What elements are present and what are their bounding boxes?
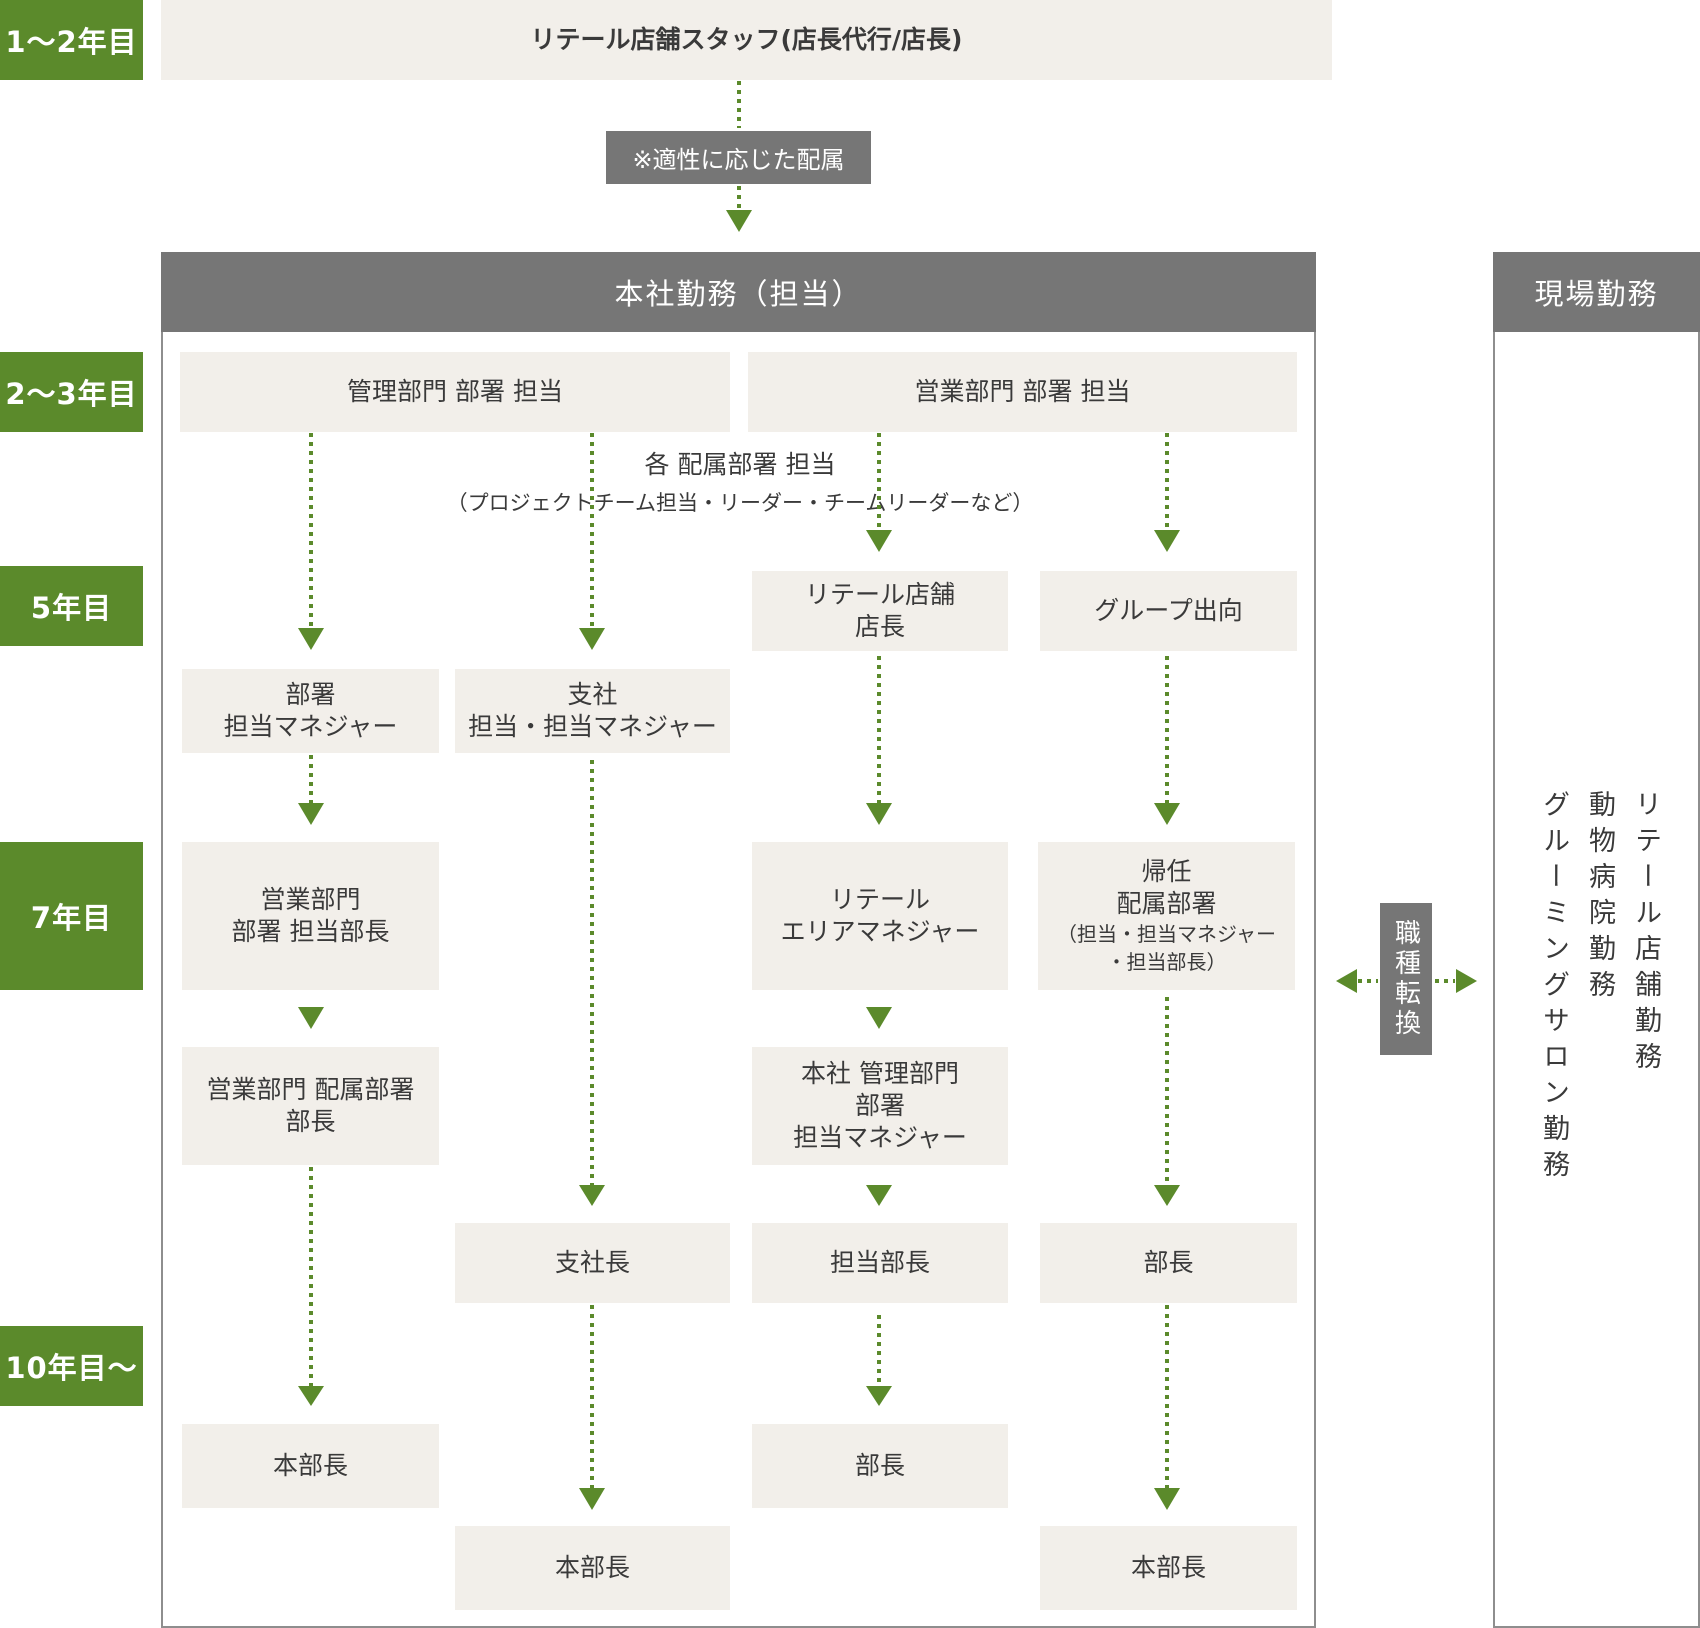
col4-director-label: 部長 bbox=[1143, 1248, 1194, 1277]
assignment-main: 各 配属部署 担当 bbox=[636, 448, 844, 482]
year-label-7: 7年目 bbox=[0, 842, 143, 990]
hq-admin-line3: 担当マネジャー bbox=[793, 1123, 967, 1152]
return-assignment-box: 帰任 配属部署 （担当・担当マネジャー ・担当部長） bbox=[1038, 842, 1295, 990]
headquarters-header: 本社勤務（担当） bbox=[161, 252, 1316, 332]
return-sub-line1: （担当・担当マネジャー bbox=[1057, 922, 1276, 946]
area-manager-line1: リテール bbox=[829, 885, 930, 914]
dept-manager-box: 部署 担当マネジャー bbox=[182, 669, 439, 753]
col1-division-head-box: 本部長 bbox=[182, 1424, 439, 1508]
field-item-retail: リテール店舗勤務 bbox=[1630, 790, 1661, 1078]
dept-manager-line1: 部署 bbox=[285, 680, 336, 709]
area-manager-line2: エリアマネジャー bbox=[780, 917, 980, 946]
field-item-hospital: 動物病院勤務 bbox=[1584, 790, 1615, 1006]
arrowhead-change-right bbox=[1456, 969, 1477, 993]
year-label-5: 5年目 bbox=[0, 566, 143, 646]
field-item-grooming: グルーミングサロン勤務 bbox=[1538, 790, 1569, 1186]
sales-dept-label: 営業部門 部署 担当 bbox=[914, 377, 1131, 406]
aptitude-note: ※適性に応じた配属 bbox=[606, 131, 871, 184]
col3-director-label: 部長 bbox=[854, 1451, 905, 1480]
field-header: 現場勤務 bbox=[1493, 252, 1700, 332]
retail-staff-box: リテール店舗スタッフ(店長代行/店長) bbox=[161, 0, 1332, 80]
admin-dept-box: 管理部門 部署 担当 bbox=[180, 352, 730, 432]
return-line1: 帰任 bbox=[1141, 857, 1192, 886]
hq-admin-line2: 部署 bbox=[854, 1091, 905, 1120]
senior-manager-box: 担当部長 bbox=[752, 1223, 1008, 1303]
group-secondment-box: グループ出向 bbox=[1040, 571, 1297, 651]
col4-director-box: 部長 bbox=[1040, 1223, 1297, 1303]
col1-division-head-label: 本部長 bbox=[272, 1451, 348, 1480]
branch-manager-line2: 担当・担当マネジャー bbox=[468, 712, 717, 741]
return-line2: 配属部署 bbox=[1116, 889, 1217, 918]
sales-dept-director-box: 営業部門 配属部署 部長 bbox=[182, 1047, 439, 1165]
year-label-1-2: 1〜2年目 bbox=[0, 0, 143, 80]
hq-admin-manager-box: 本社 管理部門 部署 担当マネジャー bbox=[752, 1047, 1008, 1165]
branch-head-box: 支社長 bbox=[455, 1223, 730, 1303]
retail-store-manager-box: リテール店舗 店長 bbox=[752, 571, 1008, 651]
assignment-sub: （プロジェクトチーム担当・リーダー・チームリーダーなど） bbox=[442, 486, 1038, 520]
branch-head-label: 支社長 bbox=[554, 1248, 630, 1277]
sales-director-line2: 部長 bbox=[285, 1107, 336, 1136]
sales-director-line1: 営業部門 配属部署 bbox=[206, 1075, 415, 1104]
dept-manager-line2: 担当マネジャー bbox=[223, 712, 398, 741]
job-change-label: 職種転換 bbox=[1380, 903, 1432, 1055]
col4-division-head-box: 本部長 bbox=[1040, 1526, 1297, 1610]
return-sub-line2: ・担当部長） bbox=[1106, 950, 1227, 974]
senior-manager-label: 担当部長 bbox=[829, 1248, 930, 1277]
retail-area-manager-box: リテール エリアマネジャー bbox=[752, 842, 1008, 990]
hq-admin-line1: 本社 管理部門 bbox=[801, 1059, 959, 1088]
sales-dept-head-box: 営業部門 部署 担当部長 bbox=[182, 842, 439, 990]
col2-division-head-label: 本部長 bbox=[554, 1553, 630, 1582]
col2-division-head-box: 本部長 bbox=[455, 1526, 730, 1610]
arrowhead-change-left bbox=[1336, 969, 1357, 993]
branch-manager-box: 支社 担当・担当マネジャー bbox=[455, 669, 730, 753]
branch-manager-line1: 支社 bbox=[567, 680, 618, 709]
sales-dept-box: 営業部門 部署 担当 bbox=[748, 352, 1297, 432]
sales-dept-head-line1: 営業部門 bbox=[260, 885, 361, 914]
arrowhead-top bbox=[726, 210, 752, 232]
year-label-2-3: 2〜3年目 bbox=[0, 352, 143, 432]
sales-dept-head-line2: 部署 担当部長 bbox=[231, 917, 390, 946]
group-secondment-label: グループ出向 bbox=[1094, 596, 1243, 625]
assignment-text: 各 配属部署 担当 （プロジェクトチーム担当・リーダー・チームリーダーなど） bbox=[420, 448, 1060, 520]
col4-division-head-label: 本部長 bbox=[1130, 1553, 1206, 1582]
year-label-10: 10年目〜 bbox=[0, 1326, 143, 1406]
retail-store-line1: リテール店舗 bbox=[804, 580, 955, 609]
retail-staff-label: リテール店舗スタッフ(店長代行/店長) bbox=[530, 25, 963, 54]
retail-store-line2: 店長 bbox=[854, 612, 905, 641]
col3-director-box: 部長 bbox=[752, 1424, 1008, 1508]
admin-dept-label: 管理部門 部署 担当 bbox=[347, 377, 563, 406]
